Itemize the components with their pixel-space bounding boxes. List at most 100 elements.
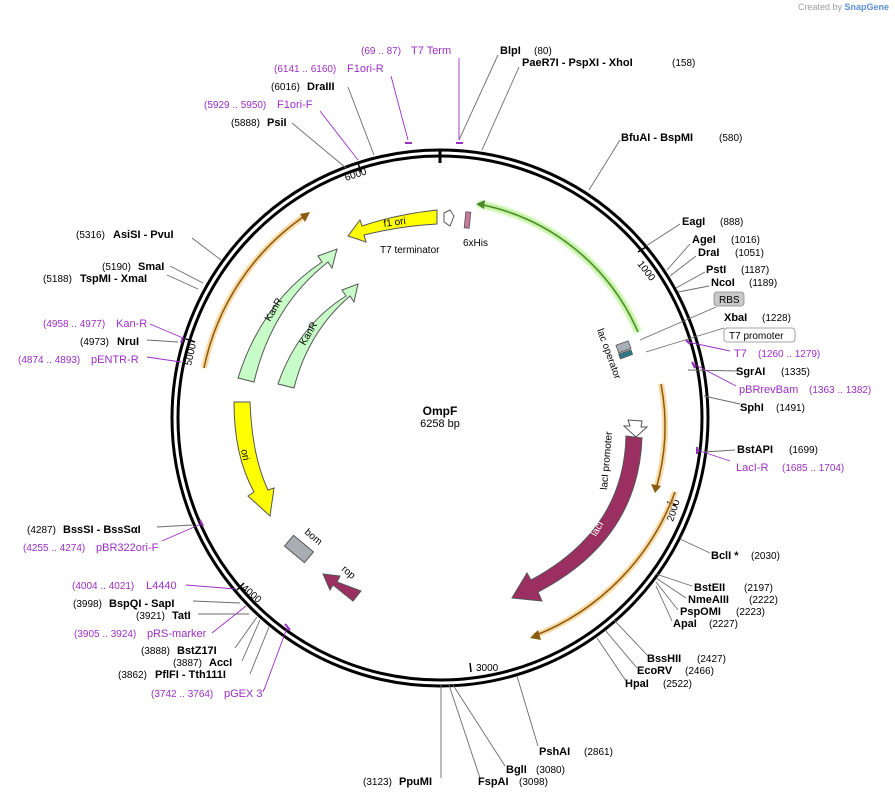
site-hpai-pos: (2522) xyxy=(663,679,692,690)
site-xbai-pos: (1228) xyxy=(762,313,791,324)
t7terminator-label: T7 terminator xyxy=(380,245,440,256)
site-nrui: NruI xyxy=(117,336,139,348)
site-leader-lines xyxy=(146,54,741,779)
site-eagi-pos: (888) xyxy=(720,217,743,228)
site-tati: TatI xyxy=(172,610,191,622)
site-asisi-pos: (5316) xyxy=(76,230,105,241)
site-fspai-pos: (3098) xyxy=(519,777,548,788)
primer-pbr322orif-pos: (4255 .. 4274) xyxy=(23,543,85,554)
primer-kanr: Kan-R xyxy=(116,318,147,330)
snapgene-credit: Created by SnapGene xyxy=(798,2,889,12)
primer-markers xyxy=(180,142,698,631)
site-paer7i: PaeR7I - PspXI - XhoI xyxy=(522,57,633,69)
orf-arc-left-core xyxy=(203,214,307,369)
primer-t7-pos: (1260 .. 1279) xyxy=(758,349,820,360)
site-ncoi: NcoI xyxy=(711,277,735,289)
site-smai-pos: (5190) xyxy=(102,262,131,273)
site-bsssi-pos: (4287) xyxy=(27,525,56,536)
kanr-outer-arrow xyxy=(237,248,338,383)
primer-t7term-pos: (69 .. 87) xyxy=(361,46,401,57)
site-tspmi-pos: (5188) xyxy=(43,274,72,285)
primer-l4440: L4440 xyxy=(146,580,177,592)
site-acci-pos: (3887) xyxy=(173,658,202,669)
site-sgrai: SgrAI xyxy=(736,366,765,378)
primer-prsmarker: pRS-marker xyxy=(147,628,207,640)
site-tspmi: TspMI - XmaI xyxy=(80,273,147,285)
site-drai-pos: (1051) xyxy=(735,248,764,259)
primer-pgex3: pGEX 3' xyxy=(224,688,265,700)
site-bfuai: BfuAI - BspMI xyxy=(621,132,693,144)
orf-arc-right-upper-head xyxy=(651,484,661,493)
site-apai: ApaI xyxy=(673,618,697,630)
site-bsssi: BssSI - BssSαI xyxy=(63,524,141,536)
orf-arc-left-head xyxy=(300,212,310,222)
site-bgli-pos: (3080) xyxy=(536,765,565,776)
site-pshai: PshAI xyxy=(539,746,570,758)
tick-5000: 5000 xyxy=(183,342,199,367)
f1ori-arrow xyxy=(347,209,438,243)
site-ncoi-pos: (1189) xyxy=(749,278,777,289)
ori-label: ori xyxy=(238,448,251,461)
site-apai-pos: (2227) xyxy=(709,619,738,630)
site-bcli: BclI * xyxy=(711,550,739,562)
site-tati-pos: (3921) xyxy=(136,611,165,622)
site-eagi: EagI xyxy=(682,216,705,228)
site-bfuai-pos: (580) xyxy=(719,133,742,144)
primer-f1orir: F1ori-R xyxy=(347,63,384,75)
credit-prefix: Created by xyxy=(797,2,842,12)
tick-3000: 3000 xyxy=(476,663,499,674)
primer-prsmarker-pos: (3905 .. 3924) xyxy=(74,629,136,640)
site-nrui-pos: (4973) xyxy=(80,337,109,348)
site-bstapi-pos: (1699) xyxy=(789,445,818,456)
site-ecorv: EcoRV xyxy=(637,665,673,677)
orf-arc-right-lower-core xyxy=(533,491,676,637)
orf-arc-green xyxy=(477,203,639,333)
tick-1000: 1000 xyxy=(635,259,658,284)
site-agei: AgeI xyxy=(692,234,716,246)
site-acci: AccI xyxy=(209,657,232,669)
primer-f1orif-pos: (5929 .. 5950) xyxy=(204,100,266,111)
t7terminator-arrow xyxy=(443,209,455,227)
site-psii: PsiI xyxy=(267,117,287,129)
f1ori-label: f1 ori xyxy=(383,216,407,230)
bom-block xyxy=(283,534,315,564)
site-bsshii: BssHII xyxy=(647,653,681,665)
primer-t7: T7 xyxy=(734,348,747,360)
site-sgrai-pos: (1335) xyxy=(781,367,810,378)
primer-pbr322orif: pBR322ori-F xyxy=(96,542,159,554)
site-fspai: FspAI xyxy=(478,776,509,788)
primer-labels: (69 .. 87) T7 Term (6141 .. 6160) F1ori-… xyxy=(18,45,871,700)
laci-promoter-label: lacI promoter xyxy=(599,431,615,491)
site-draiii-pos: (6016) xyxy=(271,82,300,93)
site-bstz17i: BstZ17I xyxy=(177,645,217,657)
site-psti: PstI xyxy=(706,264,726,276)
site-drai: DraI xyxy=(698,247,719,259)
primer-lacir-pos: (1685 .. 1704) xyxy=(782,463,844,474)
primer-l4440-pos: (4004 .. 4021) xyxy=(72,581,134,592)
tick-6000: 6000 xyxy=(344,166,369,183)
site-bsteii-pos: (2197) xyxy=(744,583,773,594)
rbs-box: RBS xyxy=(713,291,745,307)
primer-t7term: T7 Term xyxy=(411,45,451,57)
site-nmeaiii: NmeAIII xyxy=(688,594,729,606)
site-ppumi: PpuMI xyxy=(399,776,432,788)
his-tag-box xyxy=(463,211,472,229)
site-pshai-pos: (2861) xyxy=(584,747,613,758)
site-bstz17i-pos: (3888) xyxy=(141,646,170,657)
plasmid-size: 6258 bp xyxy=(420,418,460,430)
snapgene-logo: SnapGene xyxy=(844,2,889,12)
site-paer7i-pos: (158) xyxy=(672,58,695,69)
site-smai: SmaI xyxy=(138,261,164,273)
rop-arrow xyxy=(322,573,362,602)
site-bspqi-pos: (3998) xyxy=(73,599,102,610)
primer-leader-lines xyxy=(146,58,737,691)
primer-f1orif: F1ori-F xyxy=(277,99,313,111)
site-bcli-pos: (2030) xyxy=(751,551,780,562)
laci-arrow xyxy=(511,435,643,602)
site-ecorv-pos: (2466) xyxy=(685,666,714,677)
rbs-label: RBS xyxy=(719,295,740,306)
site-blpi: BlpI xyxy=(500,45,521,57)
site-bgli: BglI xyxy=(506,764,527,776)
site-hpai: HpaI xyxy=(625,678,649,690)
